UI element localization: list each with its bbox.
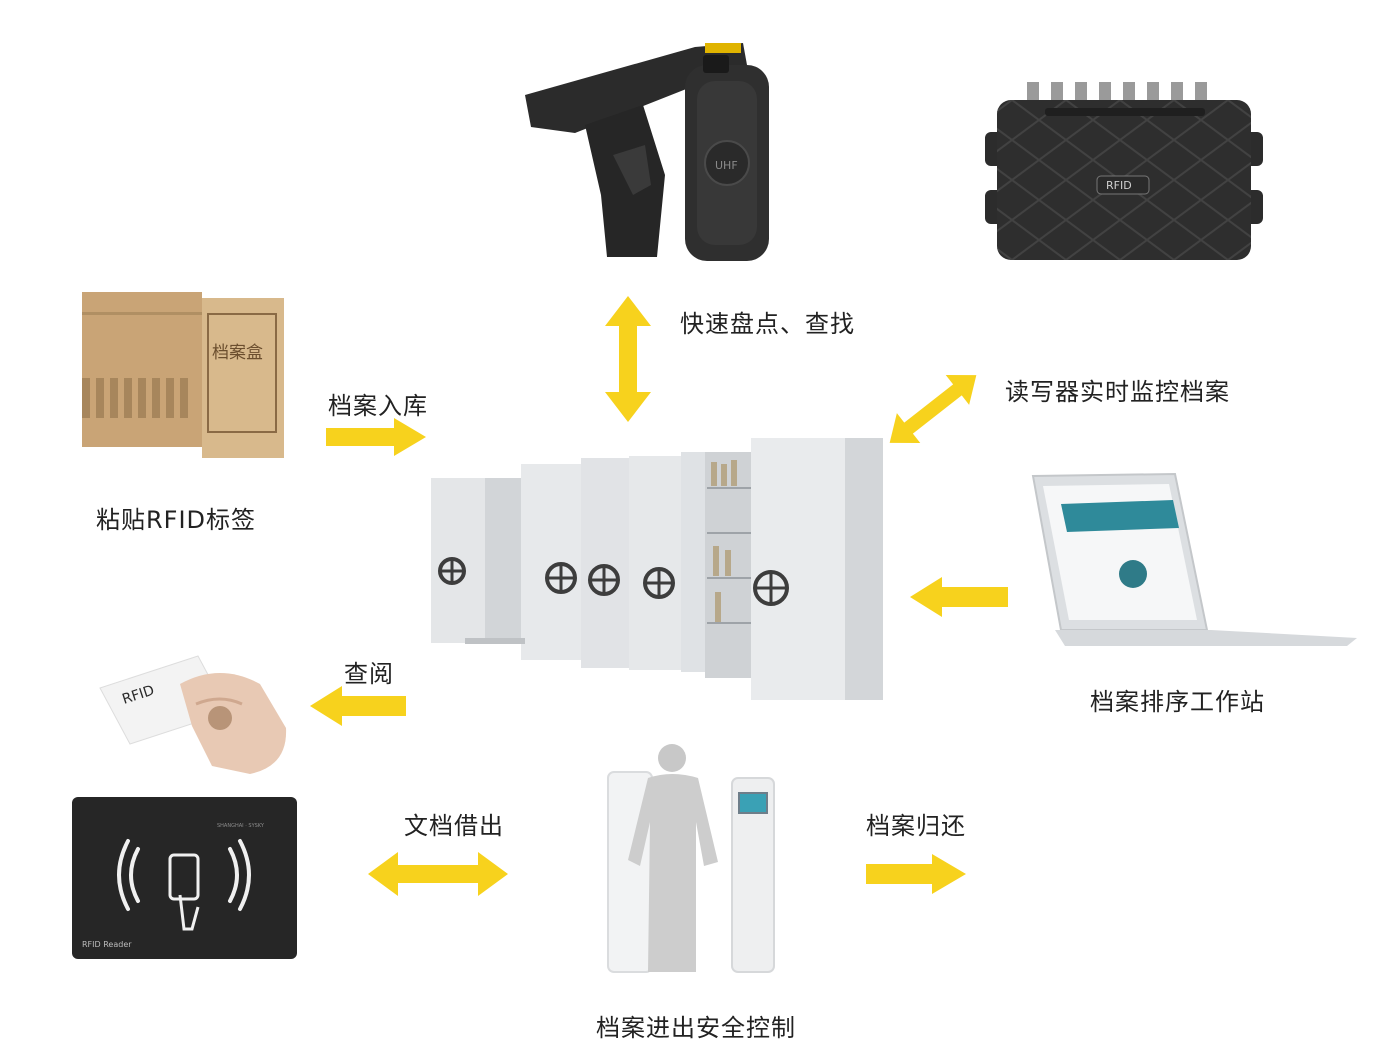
arrow-from-workstation bbox=[910, 577, 1008, 617]
arrow-archive-in bbox=[326, 418, 426, 456]
fixed-reader-badge-text: RFID bbox=[1106, 179, 1132, 192]
arrow-reader-monitor-shape bbox=[889, 374, 977, 444]
desktop-reader-caption: RFID Reader bbox=[82, 940, 132, 949]
arrow-query-shape bbox=[310, 686, 406, 726]
sorting-workstation-laptop bbox=[1031, 472, 1357, 646]
handheld-rfid-reader: UHF bbox=[525, 43, 769, 261]
label-fast-inventory: 快速盘点、查找 bbox=[680, 310, 855, 338]
arrow-doc-checkout-double bbox=[368, 852, 508, 896]
desktop-reader-logo: SHANGHAI · SYSKY bbox=[217, 823, 265, 829]
label-query: 查阅 bbox=[344, 660, 394, 688]
arrow-archive-return bbox=[866, 854, 966, 894]
arrow-archive-in-shape bbox=[326, 418, 426, 456]
arrow-reader-monitor-double bbox=[889, 374, 977, 444]
desktop-rfid-reader: SHANGHAI · SYSKY RFID Reader bbox=[72, 797, 297, 959]
label-doc-checkout: 文档借出 bbox=[404, 812, 504, 840]
arrow-archive-return-shape bbox=[866, 854, 966, 894]
mobile-shelving bbox=[431, 438, 883, 700]
label-reader-monitor: 读写器实时监控档案 bbox=[1005, 378, 1230, 406]
label-archive-return: 档案归还 bbox=[866, 812, 966, 840]
archive-box-marking: 档案盒 bbox=[212, 343, 263, 363]
arrow-from-workstation-shape bbox=[910, 577, 1008, 617]
fixed-rfid-reader: RFID bbox=[985, 82, 1263, 260]
archive-box-image: 档案盒 bbox=[82, 292, 284, 458]
arrow-inventory-shape bbox=[605, 296, 651, 422]
arrow-doc-checkout-shape bbox=[368, 852, 508, 896]
arrow-inventory-double bbox=[605, 296, 651, 422]
label-sorting-station: 档案排序工作站 bbox=[1090, 688, 1265, 716]
label-attach-tag: 粘贴RFID标签 bbox=[96, 506, 257, 534]
arrow-query bbox=[310, 686, 406, 726]
rfid-tag-card-in-hand: RFID bbox=[99, 655, 287, 774]
label-archive-in: 档案入库 bbox=[328, 392, 428, 420]
security-gate bbox=[607, 744, 775, 973]
handheld-brand-text: UHF bbox=[715, 159, 738, 172]
label-security-control: 档案进出安全控制 bbox=[596, 1014, 796, 1042]
